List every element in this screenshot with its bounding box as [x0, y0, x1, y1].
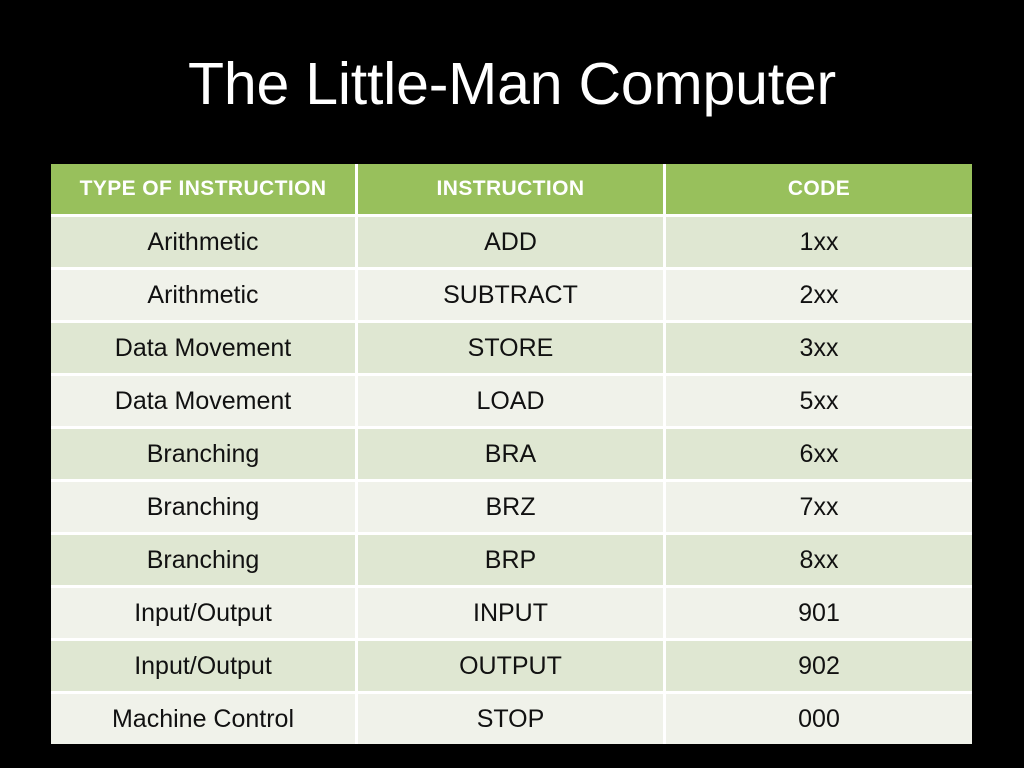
- cell-instruction: SUBTRACT: [358, 270, 666, 323]
- table-row: Arithmetic ADD 1xx: [51, 217, 972, 270]
- table-row: Input/Output INPUT 901: [51, 588, 972, 641]
- cell-code: 000: [666, 694, 972, 744]
- table-row: Branching BRP 8xx: [51, 535, 972, 588]
- cell-instruction: ADD: [358, 217, 666, 270]
- table-row: Branching BRZ 7xx: [51, 482, 972, 535]
- cell-code: 901: [666, 588, 972, 641]
- cell-type: Machine Control: [51, 694, 358, 744]
- cell-type: Branching: [51, 535, 358, 588]
- cell-code: 8xx: [666, 535, 972, 588]
- cell-type: Input/Output: [51, 641, 358, 694]
- table-row: Data Movement LOAD 5xx: [51, 376, 972, 429]
- cell-type: Data Movement: [51, 323, 358, 376]
- table: TYPE OF INSTRUCTION INSTRUCTION CODE Ari…: [51, 164, 972, 744]
- cell-instruction: STOP: [358, 694, 666, 744]
- cell-code: 6xx: [666, 429, 972, 482]
- cell-code: 5xx: [666, 376, 972, 429]
- cell-type: Arithmetic: [51, 217, 358, 270]
- cell-instruction: BRA: [358, 429, 666, 482]
- table-header-row: TYPE OF INSTRUCTION INSTRUCTION CODE: [51, 164, 972, 217]
- table-row: Arithmetic SUBTRACT 2xx: [51, 270, 972, 323]
- cell-instruction: INPUT: [358, 588, 666, 641]
- cell-type: Branching: [51, 482, 358, 535]
- column-header-code: CODE: [666, 164, 972, 217]
- cell-instruction: LOAD: [358, 376, 666, 429]
- cell-type: Branching: [51, 429, 358, 482]
- cell-instruction: STORE: [358, 323, 666, 376]
- table-row: Branching BRA 6xx: [51, 429, 972, 482]
- cell-instruction: OUTPUT: [358, 641, 666, 694]
- table-row: Data Movement STORE 3xx: [51, 323, 972, 376]
- cell-type: Data Movement: [51, 376, 358, 429]
- cell-type: Arithmetic: [51, 270, 358, 323]
- table-body: Arithmetic ADD 1xx Arithmetic SUBTRACT 2…: [51, 217, 972, 744]
- cell-code: 7xx: [666, 482, 972, 535]
- cell-code: 902: [666, 641, 972, 694]
- table-row: Input/Output OUTPUT 902: [51, 641, 972, 694]
- cell-code: 3xx: [666, 323, 972, 376]
- table-row: Machine Control STOP 000: [51, 694, 972, 744]
- cell-code: 2xx: [666, 270, 972, 323]
- cell-type: Input/Output: [51, 588, 358, 641]
- cell-code: 1xx: [666, 217, 972, 270]
- cell-instruction: BRZ: [358, 482, 666, 535]
- column-header-instruction: INSTRUCTION: [358, 164, 666, 217]
- instruction-set-table: TYPE OF INSTRUCTION INSTRUCTION CODE Ari…: [51, 164, 972, 744]
- table-header: TYPE OF INSTRUCTION INSTRUCTION CODE: [51, 164, 972, 217]
- page-title: The Little-Man Computer: [188, 51, 836, 117]
- cell-instruction: BRP: [358, 535, 666, 588]
- column-header-type-of-instruction: TYPE OF INSTRUCTION: [51, 164, 358, 217]
